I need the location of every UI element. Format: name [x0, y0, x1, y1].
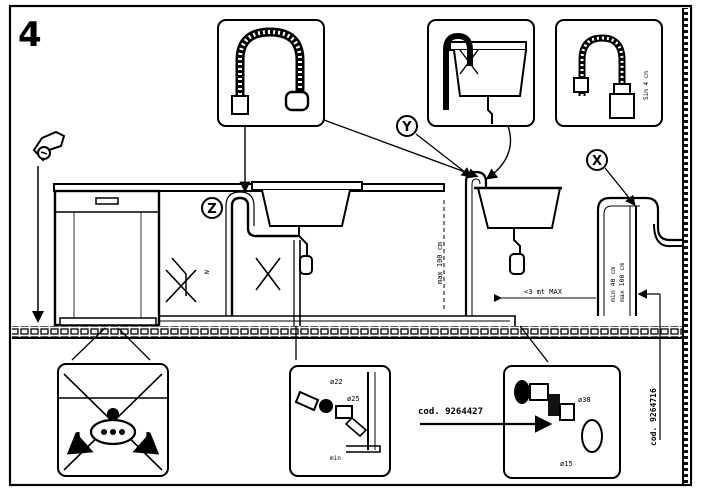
floor-hose — [160, 315, 516, 326]
inset-wheel-detail — [57, 327, 169, 477]
inset-connector-code: ø38 ø15 cod. 9264427 — [418, 325, 621, 479]
faucet-icon — [32, 130, 66, 323]
height-label-left: max 100 cm — [436, 242, 444, 284]
inset-pipe-connector: ø22 ø25 min — [289, 326, 391, 477]
distance-label: <3 mt MAX — [524, 288, 563, 296]
label-o22: ø22 — [330, 378, 343, 386]
label-o25: ø25 — [347, 395, 360, 403]
marker-x: X — [592, 154, 602, 169]
label-o38: ø38 — [578, 396, 591, 404]
right-wall — [682, 8, 690, 484]
label-min: min — [330, 455, 341, 462]
code-bottom: cod. 9264427 — [418, 407, 483, 417]
height-label-right2: max 100 cm — [618, 263, 626, 302]
svg-text:≥: ≥ — [204, 268, 210, 276]
inset-standpipe: Sim 4 cm — [555, 19, 663, 127]
no-low-drain-icon: ≥ — [165, 257, 210, 303]
step-number: 4 — [18, 15, 42, 55]
label-o15: ø15 — [560, 460, 573, 468]
inset-hose-hook — [217, 19, 479, 193]
floor — [12, 326, 682, 339]
height-label-right: min 40 cm — [609, 267, 617, 302]
sink-z: Z — [201, 181, 363, 326]
standpipe-x: X min 40 cm max 100 cm <3 mt MAX cod. 92… — [494, 149, 682, 446]
marker-y: Y — [401, 120, 412, 135]
inset-sink-hose — [427, 19, 535, 180]
mini-hose-label: Sim 4 cm — [643, 71, 650, 100]
code-right: cod. 9264716 — [649, 388, 658, 446]
marker-z: Z — [207, 202, 216, 217]
